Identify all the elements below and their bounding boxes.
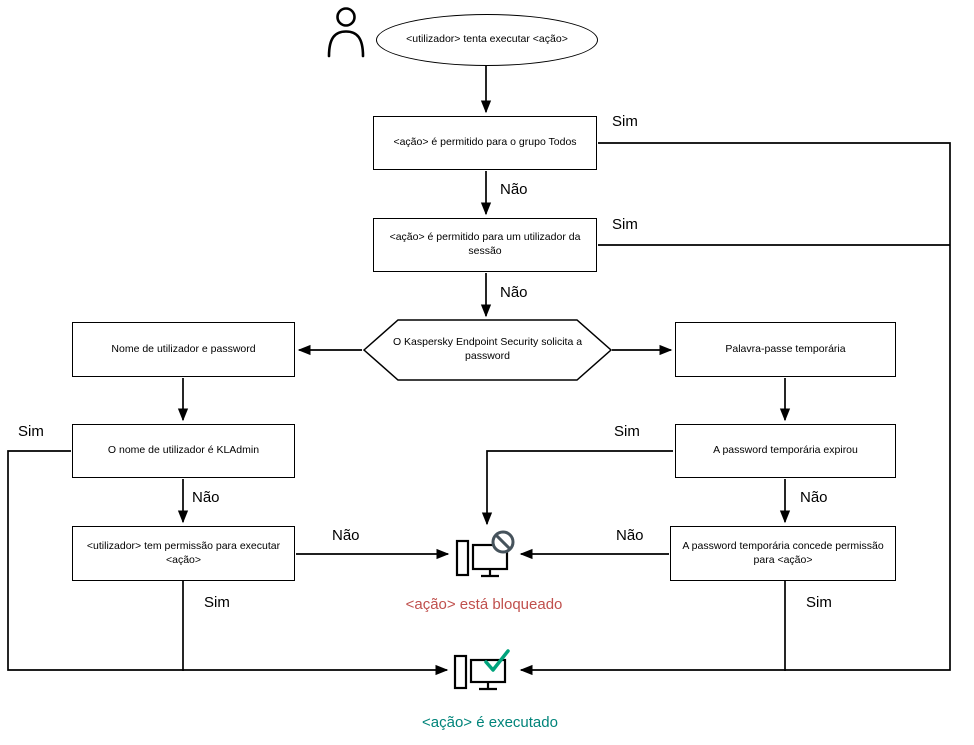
computer-check-icon: [453, 649, 510, 691]
node-temp-password-grants: A password temporária concede permissão …: [670, 526, 896, 581]
node-temporary-password-label: Palavra-passe temporária: [725, 342, 846, 355]
node-username-is-kladmin: O nome de utilizador é KLAdmin: [72, 424, 295, 478]
edge-label-no-everyone: Não: [500, 181, 528, 198]
edge-label-yes-everyone: Sim: [612, 113, 638, 130]
node-temporary-password: Palavra-passe temporária: [675, 322, 896, 377]
hexagon-shape: [362, 319, 613, 381]
edge-expired-yes-to-blocked: [481, 450, 673, 526]
blocked-status-text: <ação> está bloqueado: [405, 596, 563, 613]
node-username-is-kladmin-label: O nome de utilizador é KLAdmin: [107, 444, 260, 457]
node-start-label: <utilizador> tenta executar <ação>: [406, 33, 568, 46]
edge-label-yes-session: Sim: [612, 216, 638, 233]
node-allowed-session-user: <ação> é permitido para um utilizador da…: [373, 218, 597, 272]
person-outline-icon: [327, 7, 365, 58]
edge-label-no-permission: Não: [332, 527, 360, 544]
node-allowed-session-user-label: <ação> é permitido para um utilizador da…: [389, 231, 581, 257]
node-user-has-permission-label: <utilizador> tem permissão para executar…: [86, 539, 281, 566]
edge-label-no-kladmin: Não: [192, 489, 220, 506]
edge-label-no-expired: Não: [800, 489, 828, 506]
node-kes-prompts-password: O Kaspersky Endpoint Security solicita a…: [362, 318, 613, 382]
edge-label-yes-grants: Sim: [806, 594, 832, 611]
blocked-computer-icon: [452, 529, 518, 587]
edge-kladmin-yes-to-executed: [7, 450, 449, 676]
node-allowed-everyone-label: <ação> é permitido para o grupo Todos: [393, 136, 577, 149]
node-username-password-label: Nome de utilizador e password: [111, 342, 256, 355]
edge-label-no-grants: Não: [616, 527, 644, 544]
node-kes-prompts-password-label: O Kaspersky Endpoint Security solicita a…: [392, 336, 583, 362]
node-user-has-permission: <utilizador> tem permissão para executar…: [72, 526, 295, 581]
edge-everyone-yes-to-executed: [519, 142, 951, 676]
executed-computer-icon: [450, 648, 516, 698]
computer-prohibition-icon: [455, 530, 515, 578]
node-temp-password-expired: A password temporária expirou: [675, 424, 896, 478]
check-icon: [484, 649, 510, 672]
prohibition-icon: [491, 530, 515, 554]
user-icon: [322, 6, 370, 60]
node-username-password: Nome de utilizador e password: [72, 322, 295, 377]
executed-status-text: <ação> é executado: [422, 714, 558, 731]
edge-label-no-session: Não: [500, 284, 528, 301]
node-allowed-everyone: <ação> é permitido para o grupo Todos: [373, 116, 597, 170]
edge-label-yes-kladmin: Sim: [18, 423, 44, 440]
edge-label-yes-expired: Sim: [614, 423, 640, 440]
node-temp-password-expired-label: A password temporária expirou: [713, 444, 858, 457]
node-start: <utilizador> tenta executar <ação>: [376, 14, 598, 66]
edge-label-yes-permission: Sim: [204, 594, 230, 611]
node-temp-password-grants-label: A password temporária concede permissão …: [682, 539, 884, 566]
